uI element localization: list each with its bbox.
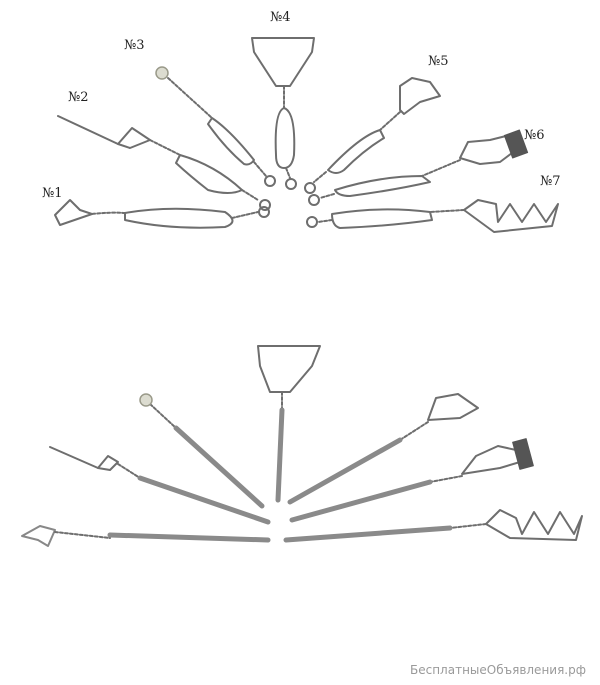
probe-4-handled	[257, 345, 321, 503]
probe-6-plate	[503, 129, 529, 159]
probe-2-wire	[57, 115, 271, 211]
probe-3b-bead	[139, 393, 153, 407]
probe-1-wire	[54, 199, 270, 229]
label-n6: №6	[524, 128, 545, 143]
probe-3-handled	[149, 403, 265, 509]
probe-6-wire	[308, 135, 517, 206]
label-n1: №1	[42, 186, 63, 201]
label-n7: №7	[540, 174, 561, 189]
label-n4: №4	[270, 10, 291, 25]
probe-5-wire	[304, 77, 441, 194]
probe-2-handled	[49, 446, 271, 525]
probe-7-wire	[306, 199, 559, 233]
probe-5-handled	[287, 393, 479, 505]
probe-3-bead	[155, 66, 169, 80]
probe-6b-plate	[512, 438, 534, 470]
watermark: БесплатныеОбъявления.рф	[410, 663, 586, 677]
label-n5: №5	[428, 54, 449, 69]
label-n2: №2	[68, 90, 89, 105]
probe-4-wire	[251, 37, 315, 190]
probe-7-handled	[283, 509, 583, 543]
probe-3-wire	[167, 77, 276, 187]
label-n3: №3	[124, 38, 145, 53]
probe-1-handled	[21, 525, 271, 547]
